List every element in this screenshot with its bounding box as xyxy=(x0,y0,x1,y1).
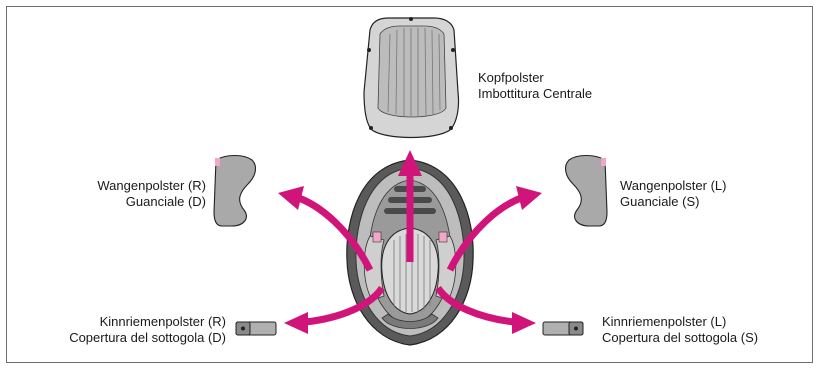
head-pad-label: Kopfpolster Imbottitura Centrale xyxy=(478,70,592,102)
head-pad-label-it: Imbottitura Centrale xyxy=(478,86,592,102)
cheek-pad-right-label-de: Wangenpolster (R) xyxy=(97,178,206,194)
cheek-pad-left-label: Wangenpolster (L) Guanciale (S) xyxy=(620,178,726,210)
cheek-pad-right-label: Wangenpolster (R) Guanciale (D) xyxy=(97,178,206,210)
head-pad-label-de: Kopfpolster xyxy=(478,70,592,86)
head-pad-illustration xyxy=(364,17,459,138)
chin-strap-left-label: Kinnriemenpolster (L) Copertura del sott… xyxy=(602,314,758,346)
cheek-pad-right-label-it: Guanciale (D) xyxy=(97,194,206,210)
chin-strap-pad-right-illustration xyxy=(236,322,276,335)
cheek-pad-right-illustration xyxy=(214,156,255,227)
cheek-pad-left-illustration xyxy=(566,156,607,227)
chin-strap-right-label: Kinnriemenpolster (R) Copertura del sott… xyxy=(69,314,226,346)
chin-strap-left-label-it: Copertura del sottogola (S) xyxy=(602,330,758,346)
arrowhead-chin-strap-left xyxy=(512,312,536,334)
arrowhead-chin-strap-right xyxy=(284,312,308,334)
chin-strap-pad-left-illustration xyxy=(543,322,583,335)
chin-strap-left-label-de: Kinnriemenpolster (L) xyxy=(602,314,758,330)
chin-strap-right-label-de: Kinnriemenpolster (R) xyxy=(69,314,226,330)
cheek-pad-left-label-it: Guanciale (S) xyxy=(620,194,726,210)
chin-strap-right-label-it: Copertura del sottogola (D) xyxy=(69,330,226,346)
cheek-pad-left-label-de: Wangenpolster (L) xyxy=(620,178,726,194)
arrowhead-cheek-pad-right xyxy=(278,186,304,210)
arrowhead-cheek-pad-left xyxy=(516,186,542,210)
